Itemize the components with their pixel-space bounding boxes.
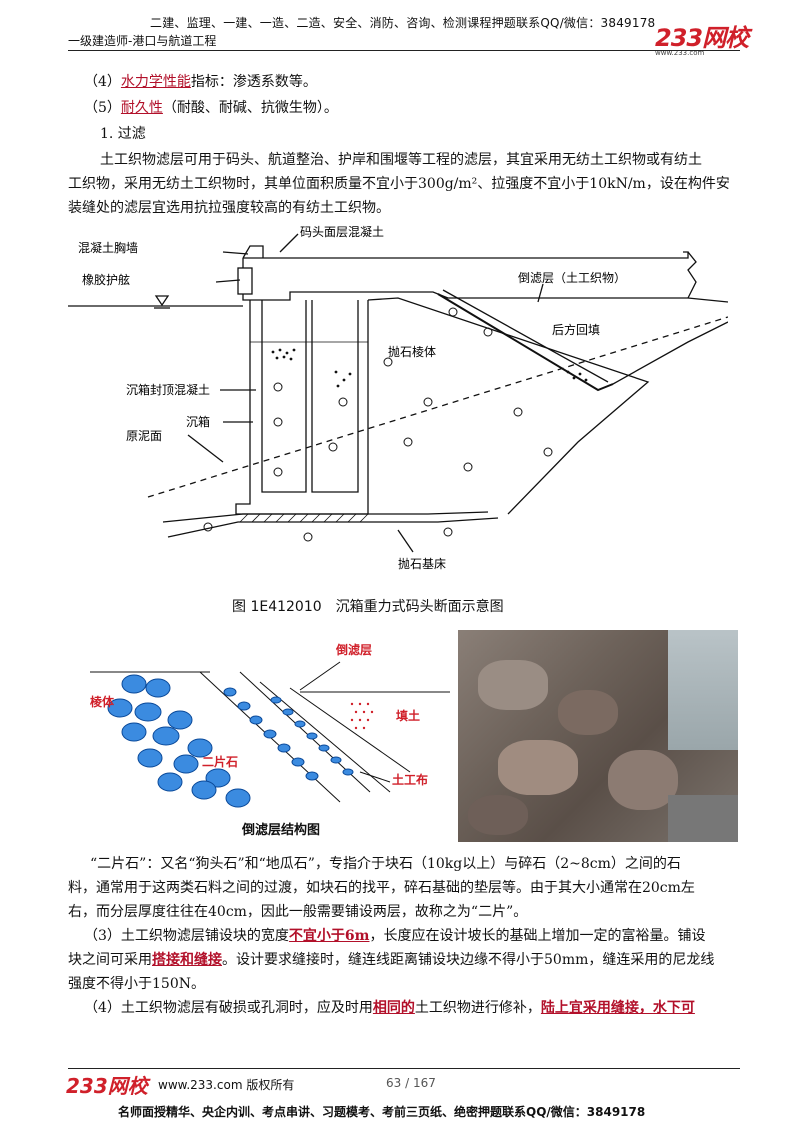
- para1-line2: 工织物，采用无纺土工织物时，其单位面积质量不宜小于300g/m²、拉强度不宜小于…: [68, 176, 730, 192]
- para3-line2-a: 块之间可采用: [68, 952, 152, 968]
- fig2-label-prism: 棱体: [90, 694, 115, 709]
- item-5-term: 耐久性: [120, 100, 163, 116]
- item-4: （4）水力学性能指标：渗透系数等。: [84, 70, 764, 94]
- para3-b: 不宜小于6m: [288, 928, 370, 944]
- rock-photo: [458, 630, 738, 842]
- fig1-label-breastwall: 混凝土胸墙: [78, 240, 138, 255]
- caisson-outline: [235, 300, 369, 515]
- header-logo-url: www.233.com: [655, 49, 705, 57]
- fig1-label-caisson: 沉箱: [186, 414, 210, 429]
- water-level-icon: [154, 295, 170, 307]
- footer-bottom-line: 名师面授精华、央企内训、考点串讲、习题模考、考前三页纸、绝密押题联系QQ/微信：…: [118, 1105, 646, 1119]
- fig2-label-spalls: 二片石: [202, 754, 238, 769]
- item-4-prefix: （4）: [84, 74, 121, 90]
- quote-line2: 料，通常用于这两类石料之间的过渡，如块石的找平，碎石基础的垫层等。由于其大小通常…: [68, 880, 695, 896]
- fig1-label-filter-layer: 倒滤层（土工织物）: [518, 271, 626, 285]
- fig1-label-caisson-top: 沉箱封顶混凝土: [126, 382, 210, 397]
- para1-line1: 土工织物滤层可用于码头、航道整治、护岸和围堰等工程的滤层，其宜采用无纺土工织物或…: [100, 152, 702, 168]
- fig2-label-geotextile: 土工布: [392, 772, 428, 787]
- fig1-label-rubble-prism: 抛石棱体: [388, 344, 436, 359]
- para3-line3: 强度不得小于150N。: [68, 976, 205, 992]
- footer-page-number: 63 / 167: [386, 1076, 436, 1090]
- item-5: （5）耐久性（耐酸、耐碱、抗微生物）。: [84, 96, 764, 120]
- original-mudline: [147, 316, 728, 498]
- footer-rule: [68, 1068, 740, 1069]
- para3-line2-c: 。设计要求缝接时，缝连线距离铺设块边缘不得小于50mm，缝连采用的尼龙线: [222, 952, 715, 968]
- fig2-caption: 倒滤层结构图: [241, 822, 320, 838]
- header-subtitle: 一级建造师-港口与航道工程: [68, 34, 217, 48]
- quote-line1: “二片石”：又名“狗头石”和“地瓜石”，专指介于块石（10kg以上）与碎石（2~…: [90, 856, 681, 872]
- figure2-diagram: 棱体 倒滤层 填土 二片石 土工布 倒滤层结构图: [90, 642, 450, 838]
- para3-c: ，长度应在设计坡长的基础上增加一定的富裕量。铺设: [369, 928, 706, 944]
- footer-logo[interactable]: 233网校: [66, 1074, 148, 1098]
- fig1-label-rubble-base: 抛石基床: [398, 556, 446, 571]
- rubble-base: [167, 517, 499, 538]
- para3-a: （3）土工织物滤层铺设块的宽度: [84, 928, 289, 944]
- para1-line3: 装缝处的滤层宜选用抗拉强度较高的有纺土工织物。: [68, 200, 390, 216]
- item-4-term: 水力学性能: [120, 74, 191, 90]
- header-logo-text: 233网校: [655, 24, 749, 52]
- para4-a: （4）土工织物滤层有破损或孔洞时，应及时用: [84, 1000, 373, 1016]
- fig1-label-deck-concrete: 码头面层混凝土: [300, 224, 384, 239]
- header-rule: [68, 50, 740, 51]
- quote-line3: 右，而分层厚度往往在40cm，因此一般需要铺设两层，故称之为“二片”。: [68, 904, 528, 920]
- deck-slab: [242, 258, 688, 301]
- header-logo[interactable]: 233网校 www.233.com: [655, 18, 749, 57]
- para3-line1: （3）土工织物滤层铺设块的宽度不宜小于6m，长度应在设计坡长的基础上增加一定的富…: [84, 924, 748, 948]
- fig1-label-backfill: 后方回填: [552, 322, 600, 337]
- footer-url[interactable]: www.233.com 版权所有: [158, 1078, 295, 1092]
- para3-line2: 块之间可采用搭接和缝接。设计要求缝接时，缝连线距离铺设块边缘不得小于50mm，缝…: [68, 948, 748, 972]
- para4-b: 相同的: [372, 1000, 415, 1016]
- fig2-label-fill: 填土: [396, 708, 420, 723]
- rubber-fender: [237, 267, 253, 295]
- item-5-rest: （耐酸、耐碱、抗微生物）。: [162, 100, 338, 116]
- figure1-caption: 图 1E412010 沉箱重力式码头断面示意图: [232, 599, 504, 615]
- rubble-prism: [367, 297, 650, 515]
- para3-line2-b: 搭接和缝接: [152, 952, 222, 968]
- item-5-prefix: （5）: [84, 100, 121, 116]
- para4-d: 陆上宜采用缝接，水下可: [540, 1000, 695, 1016]
- para4-c: 土工织物进行修补，: [414, 1000, 541, 1016]
- fig1-label-mudline: 原泥面: [126, 429, 162, 443]
- header-top-line: 二建、监理、一建、一造、二造、安全、消防、咨询、检测课程押题联系QQ/微信：38…: [150, 16, 656, 30]
- section-title: 1. 过滤: [100, 126, 146, 142]
- para4-line1: （4）土工织物滤层有破损或孔洞时，应及时用相同的土工织物进行修补，陆上宜采用缝接…: [84, 996, 748, 1020]
- figure1-diagram: 混凝土胸墙 码头面层混凝土 橡胶护舷 倒滤层（土工织物） 后方回填 抛石棱体 沉…: [68, 224, 728, 571]
- fig1-label-fender: 橡胶护舷: [82, 272, 130, 287]
- item-4-rest: 指标：渗透系数等。: [190, 74, 317, 90]
- fig2-label-filter: 倒滤层: [335, 642, 372, 657]
